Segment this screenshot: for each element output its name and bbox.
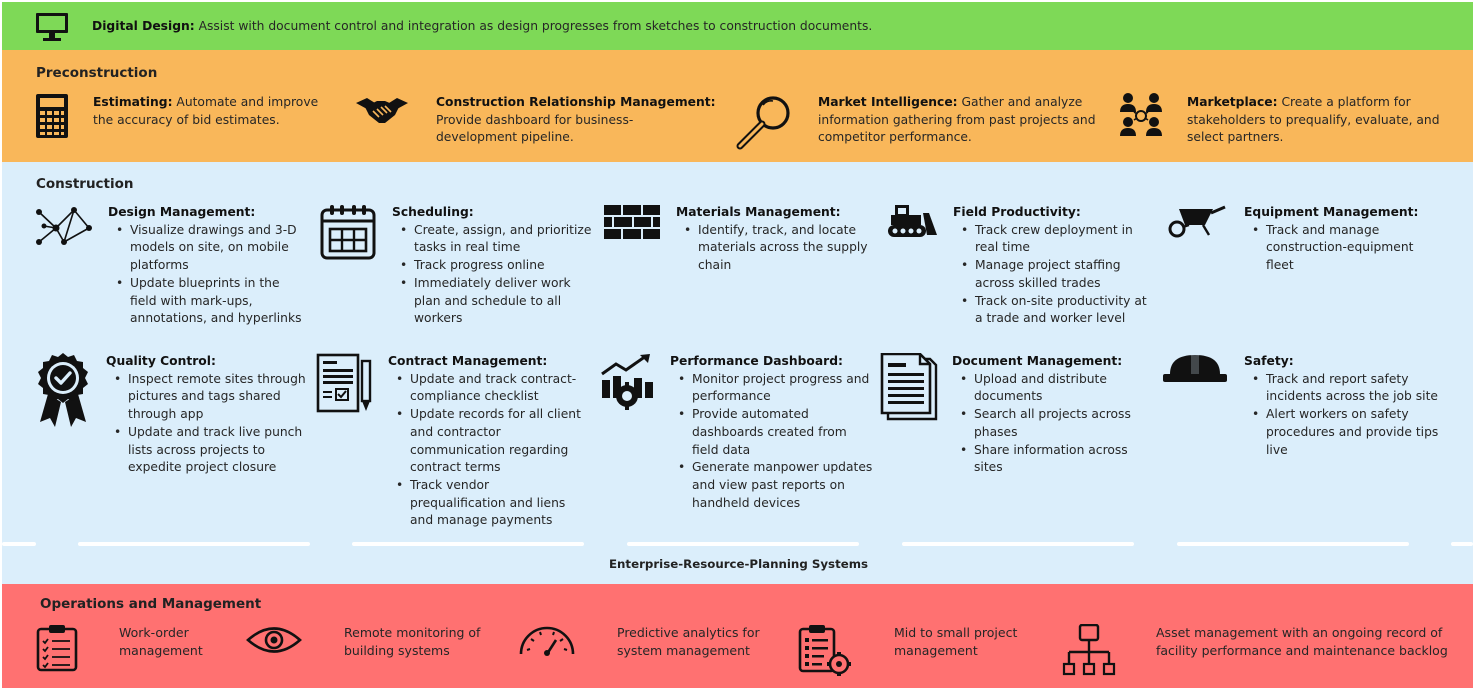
bullet: Provide automated dashboards created fro…	[670, 406, 875, 459]
quality-control-module: Quality Control: Inspect remote sites th…	[106, 353, 306, 477]
estimating-text: Estimating: Automate and improve the acc…	[93, 95, 319, 127]
scheduling-module: Scheduling: Create, assign, and prioriti…	[392, 204, 592, 328]
bullet: Monitor project progress and performance	[670, 371, 875, 406]
clipboard-checklist-icon	[36, 624, 78, 672]
module-title: Quality Control:	[106, 354, 216, 368]
bullet: Track vendor prequalification and liens …	[388, 477, 588, 530]
bullet: Manage project staffing across skilled t…	[953, 257, 1153, 292]
preconstruction-title: Preconstruction	[36, 65, 158, 81]
network-people-icon	[1118, 92, 1164, 138]
digital-design-text: Digital Design: Assist with document con…	[92, 19, 873, 33]
module-title: Field Productivity:	[953, 205, 1081, 219]
bullet: Share information across sites	[952, 442, 1152, 477]
asset-management-text: Asset management with an ongoing record …	[1156, 625, 1448, 658]
module-title: Scheduling:	[392, 205, 474, 219]
network-graph-icon	[34, 206, 94, 248]
bullet: Immediately deliver work plan and schedu…	[392, 275, 592, 328]
hierarchy-icon	[1062, 624, 1116, 678]
materials-management-module: Materials Management: Identify, track, a…	[676, 204, 876, 275]
operations-title: Operations and Management	[40, 596, 262, 612]
clipboard-gear-icon	[797, 624, 851, 676]
bullet: Update blueprints in the field with mark…	[108, 275, 308, 328]
bullet: Track on-site productivity at a trade an…	[953, 293, 1153, 328]
bullet: Generate manpower updates and view past …	[670, 459, 875, 512]
performance-dashboard-module: Performance Dashboard: Monitor project p…	[670, 353, 875, 512]
bullet: Track crew deployment in real time	[953, 222, 1153, 257]
bullet: Inspect remote sites through pictures an…	[106, 371, 306, 424]
bullet: Update and track live punch lists across…	[106, 424, 306, 477]
bullet: Alert workers on safety procedures and p…	[1244, 406, 1454, 459]
handshake-icon	[355, 95, 409, 127]
bullet: Track and report safety incidents across…	[1244, 371, 1454, 406]
construction-title: Construction	[36, 176, 134, 192]
calendar-icon	[320, 204, 376, 260]
market-intelligence-text: Market Intelligence: Gather and analyze …	[818, 95, 1096, 145]
operations-band	[2, 584, 1473, 688]
bullet: Create, assign, and prioritize tasks in …	[392, 222, 592, 257]
equipment-management-module: Equipment Management: Track and manage c…	[1244, 204, 1444, 275]
module-title: Safety:	[1244, 354, 1294, 368]
module-title: Performance Dashboard:	[670, 354, 843, 368]
crm-text: Construction Relationship Management: Pr…	[436, 95, 716, 145]
safety-module: Safety: Track and report safety incident…	[1244, 353, 1454, 459]
magnifier-icon	[735, 93, 793, 151]
monitor-icon	[35, 12, 69, 42]
bullet: Upload and distribute documents	[952, 371, 1152, 406]
bullet: Identify, track, and locate materials ac…	[676, 222, 876, 275]
erp-dashed-divider	[2, 542, 1473, 547]
contract-document-icon	[316, 353, 374, 415]
digital-design-band	[2, 2, 1473, 50]
bullet: Track and manage construction-equipment …	[1244, 222, 1444, 275]
bricks-icon	[604, 205, 660, 239]
module-title: Document Management:	[952, 354, 1123, 368]
module-title: Equipment Management:	[1244, 205, 1419, 219]
module-title: Contract Management:	[388, 354, 548, 368]
erp-label: Enterprise-Resource-Planning Systems	[608, 557, 869, 571]
marketplace-text: Marketplace: Create a platform for stake…	[1187, 95, 1440, 145]
calculator-icon	[35, 93, 69, 139]
field-productivity-module: Field Productivity: Track crew deploymen…	[953, 204, 1153, 328]
module-title: Materials Management:	[676, 205, 841, 219]
quality-badge-icon	[36, 352, 90, 428]
document-stack-icon	[880, 353, 938, 421]
hard-hat-icon	[1162, 352, 1228, 384]
bullet: Track progress online	[392, 257, 592, 275]
bulldozer-icon	[887, 205, 939, 239]
bullet: Search all projects across phases	[952, 406, 1152, 441]
bullet: Update records for all client and contra…	[388, 406, 588, 477]
performance-chart-icon	[598, 352, 656, 410]
bullet: Visualize drawings and 3-D models on sit…	[108, 222, 308, 275]
contract-management-module: Contract Management: Update and track co…	[388, 353, 588, 530]
bullet: Update and track contract-compliance che…	[388, 371, 588, 406]
design-management-module: Design Management: Visualize drawings an…	[108, 204, 308, 328]
gauge-icon	[518, 624, 576, 656]
wheelbarrow-icon	[1165, 205, 1227, 239]
module-title: Design Management:	[108, 205, 256, 219]
eye-icon	[246, 625, 302, 655]
document-management-module: Document Management: Upload and distribu…	[952, 353, 1152, 477]
preconstruction-band	[2, 50, 1473, 162]
